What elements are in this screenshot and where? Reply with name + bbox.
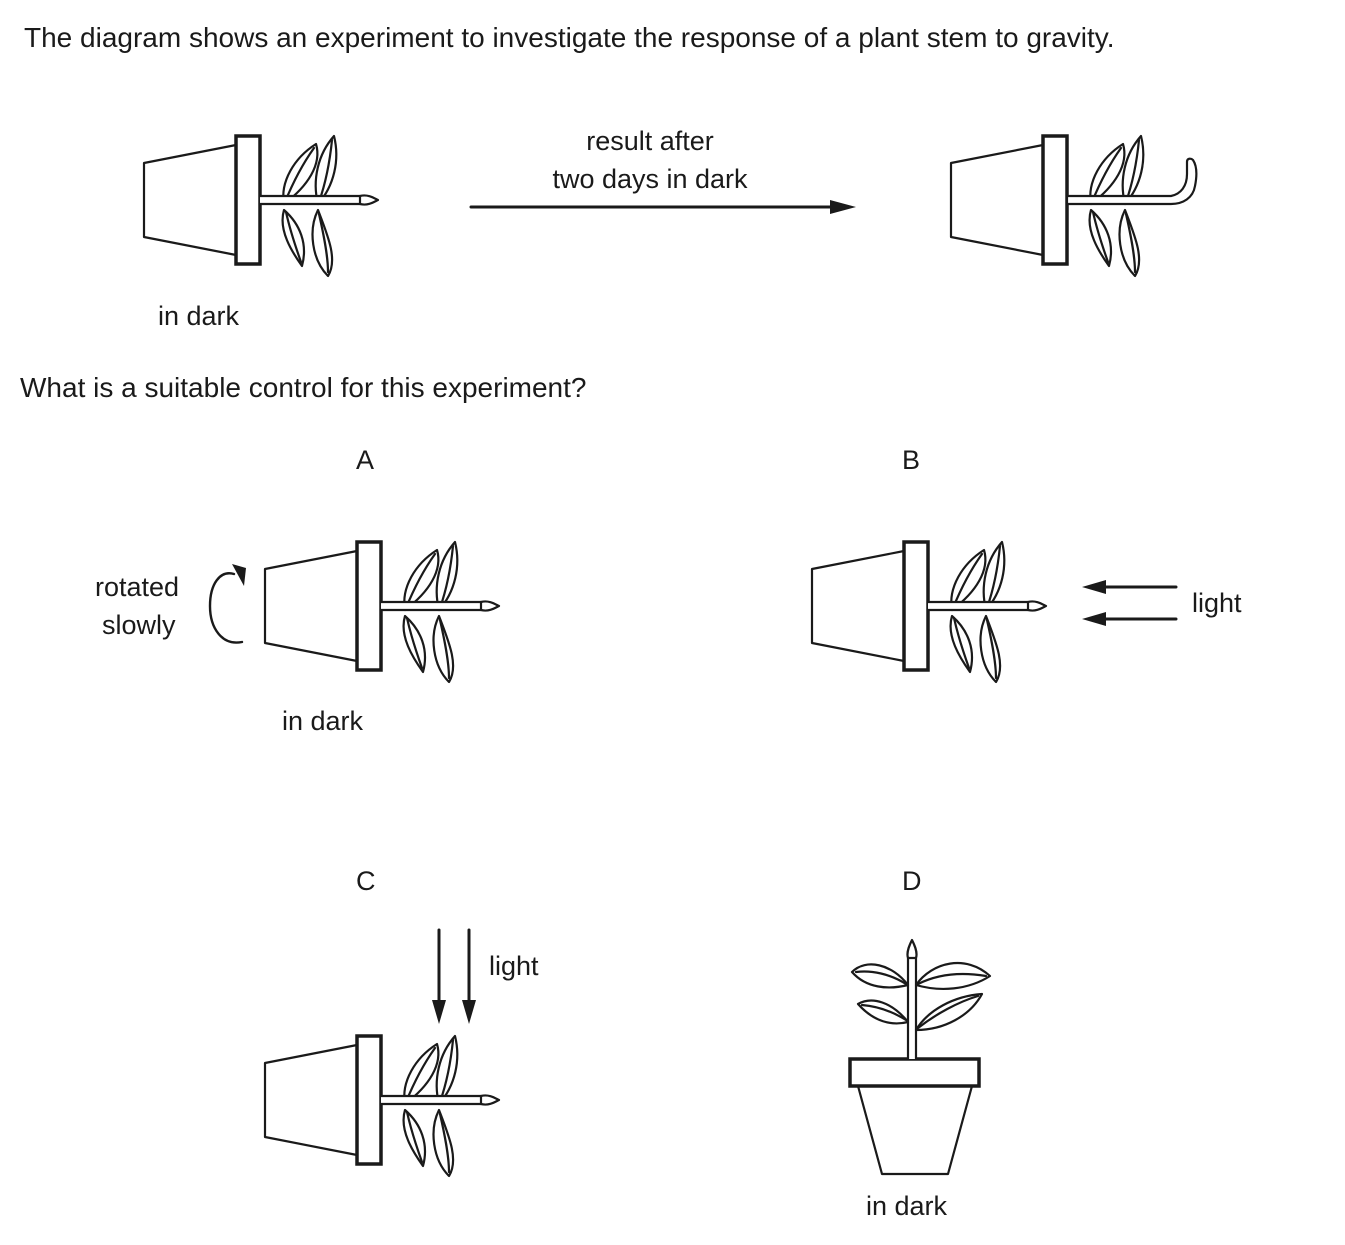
experiment-result-plant <box>949 134 1198 278</box>
option-d-letter: D <box>902 866 922 896</box>
experiment-start-plant <box>142 134 380 278</box>
option-a-slowly-label: slowly <box>102 610 176 640</box>
option-b-letter: B <box>902 445 921 475</box>
arrow-label-line2: two days in dark <box>552 164 748 194</box>
option-b-plant <box>810 540 1048 684</box>
intro-text: The diagram shows an experiment to inves… <box>24 22 1115 53</box>
question-prompt: What is a suitable control for this expe… <box>20 372 587 403</box>
option-c-plant <box>263 1034 501 1178</box>
option-d-in-dark-label: in dark <box>866 1191 948 1221</box>
option-a-rotation-arrow <box>208 564 246 644</box>
option-b-light-label: light <box>1192 588 1242 618</box>
option-a-rotated-label: rotated <box>95 572 180 602</box>
option-c-light-arrows <box>432 928 476 1024</box>
option-c-light-label: light <box>489 951 539 981</box>
option-a-in-dark-label: in dark <box>282 706 364 736</box>
arrow-label-line1: result after <box>586 126 714 156</box>
experiment-in-dark-label: in dark <box>158 301 240 331</box>
option-c-letter: C <box>356 866 376 896</box>
option-a-plant <box>263 540 501 684</box>
option-b-light-arrows <box>1082 580 1178 626</box>
option-a-letter: A <box>356 445 375 475</box>
result-arrow <box>469 200 856 214</box>
option-d-plant <box>848 938 992 1176</box>
